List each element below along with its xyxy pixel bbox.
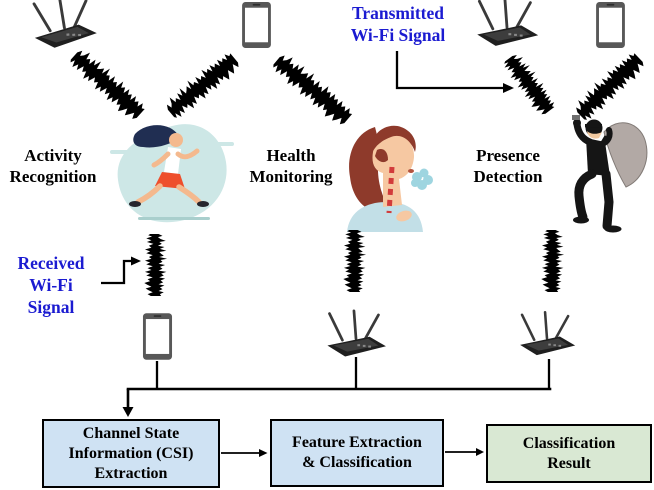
pipeline-box-classification-result: Classification Result <box>486 424 652 483</box>
arrowhead-right-icon <box>131 256 141 266</box>
wifi-router-icon <box>30 0 100 51</box>
cough-symptom-dashes <box>386 166 395 214</box>
received-wifi-signal-label: Received Wi-Fi Signal <box>17 253 85 318</box>
wifi-router-icon <box>518 310 577 357</box>
pipeline-box-feature-extraction: Feature Extraction & Classification <box>270 419 444 487</box>
noisy-signal-waveform-icon <box>540 230 566 292</box>
runner-hair <box>133 125 178 148</box>
runner-illustration <box>110 124 234 223</box>
pipeline-box-csi-extraction: Channel State Information (CSI) Extracti… <box>42 419 220 488</box>
smartphone-icon <box>142 313 173 360</box>
cougher-shoulders <box>347 202 423 232</box>
arrowhead-down-icon <box>122 407 134 417</box>
application-label-health-monitoring: Health Monitoring <box>249 146 333 187</box>
arrowhead-right-icon <box>503 83 514 93</box>
smartphone-icon <box>242 1 271 49</box>
arrowhead-right-icon <box>476 448 484 456</box>
cougher-hair-front <box>372 125 416 152</box>
smartphone-icon <box>596 1 625 49</box>
arrowhead-right-icon <box>259 449 268 457</box>
noisy-signal-waveform-icon <box>143 234 169 296</box>
coughing-person-illustration <box>347 125 433 232</box>
burglar-head <box>585 119 603 137</box>
transmitted-signal-arrow <box>395 51 504 90</box>
burglar-sack <box>603 122 648 188</box>
received-signal-arrow <box>101 259 132 285</box>
burglar-torso <box>586 138 610 176</box>
noisy-signal-waveform-icon <box>342 230 368 292</box>
transmitted-wifi-signal-label: Transmitted Wi-Fi Signal <box>350 3 446 46</box>
runner-head <box>169 133 183 147</box>
cough-puff <box>411 168 433 190</box>
application-label-activity-recognition: Activity Recognition <box>9 146 97 187</box>
burglar-illustration <box>572 115 648 233</box>
application-label-presence-detection: Presence Detection <box>473 146 543 187</box>
wifi-router-icon <box>475 0 540 48</box>
wifi-router-icon <box>326 309 388 358</box>
